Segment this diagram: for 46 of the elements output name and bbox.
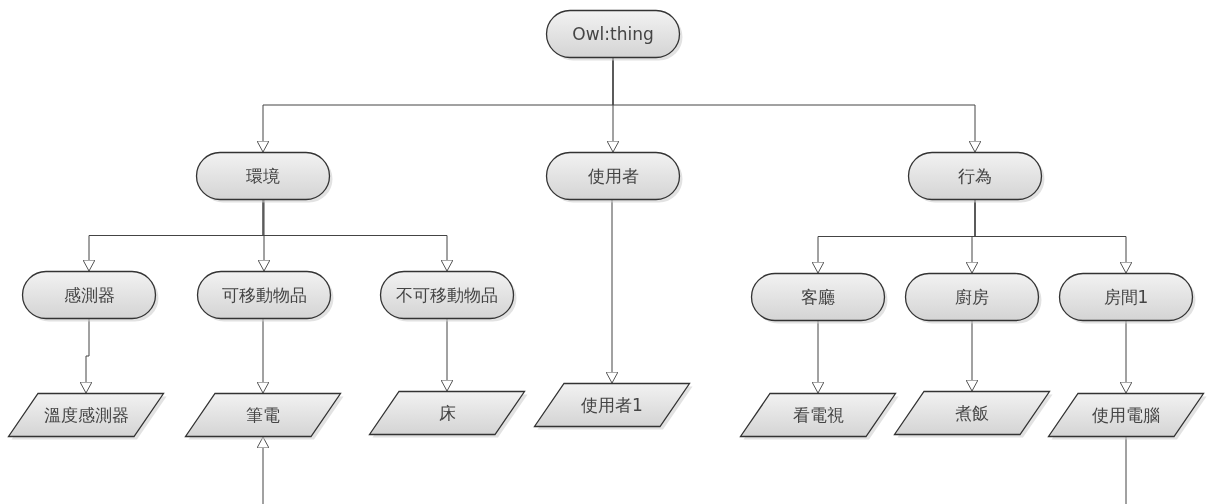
parallelogram-box xyxy=(185,393,341,437)
arrow xyxy=(965,320,979,392)
arrow xyxy=(256,436,270,504)
rounded-box xyxy=(546,10,680,58)
rounded-box xyxy=(908,152,1042,200)
node-label: 感測器 xyxy=(62,283,116,307)
rounded-box xyxy=(546,152,680,200)
rounded-box xyxy=(751,273,885,321)
arrow xyxy=(256,318,270,394)
parallelogram-box xyxy=(534,383,690,427)
node-label: 使用者1 xyxy=(580,393,644,417)
node-label: 不可移動物品 xyxy=(395,283,499,307)
node-label: 看電視 xyxy=(791,403,845,427)
arrow xyxy=(257,199,271,272)
node-label: 房間1 xyxy=(1102,285,1150,309)
arrow xyxy=(1119,320,1133,394)
arrow xyxy=(811,320,825,394)
rounded-box xyxy=(197,271,331,319)
node-label: 廚房 xyxy=(954,285,990,309)
parallelogram-box xyxy=(1048,393,1204,437)
node-label: 行為 xyxy=(957,164,993,188)
arrow xyxy=(974,199,1133,274)
node-label: 使用者 xyxy=(586,164,640,188)
arrow xyxy=(612,57,982,153)
rounded-box xyxy=(196,152,330,200)
node-label: 溫度感測器 xyxy=(42,403,130,427)
node-label: 環境 xyxy=(245,164,281,188)
rounded-box xyxy=(1059,273,1193,321)
node-label: 可移動物品 xyxy=(220,283,308,307)
node-label: 煮飯 xyxy=(954,401,990,425)
arrow xyxy=(262,199,454,272)
arrow xyxy=(605,199,619,384)
arrow xyxy=(440,318,454,392)
rounded-box xyxy=(380,271,514,319)
node-label: 客廳 xyxy=(800,285,836,309)
parallelogram-box xyxy=(740,393,896,437)
parallelogram-box xyxy=(894,391,1050,435)
node-label: 使用電腦 xyxy=(1091,403,1161,427)
node-label: 床 xyxy=(437,401,457,425)
node-label: Owl:thing xyxy=(571,24,655,44)
rounded-box xyxy=(905,273,1039,321)
parallelogram-box xyxy=(369,391,525,435)
parallelogram-box xyxy=(8,393,164,437)
node-label: 筆電 xyxy=(245,403,281,427)
arrow xyxy=(79,318,93,394)
rounded-box xyxy=(22,271,156,319)
